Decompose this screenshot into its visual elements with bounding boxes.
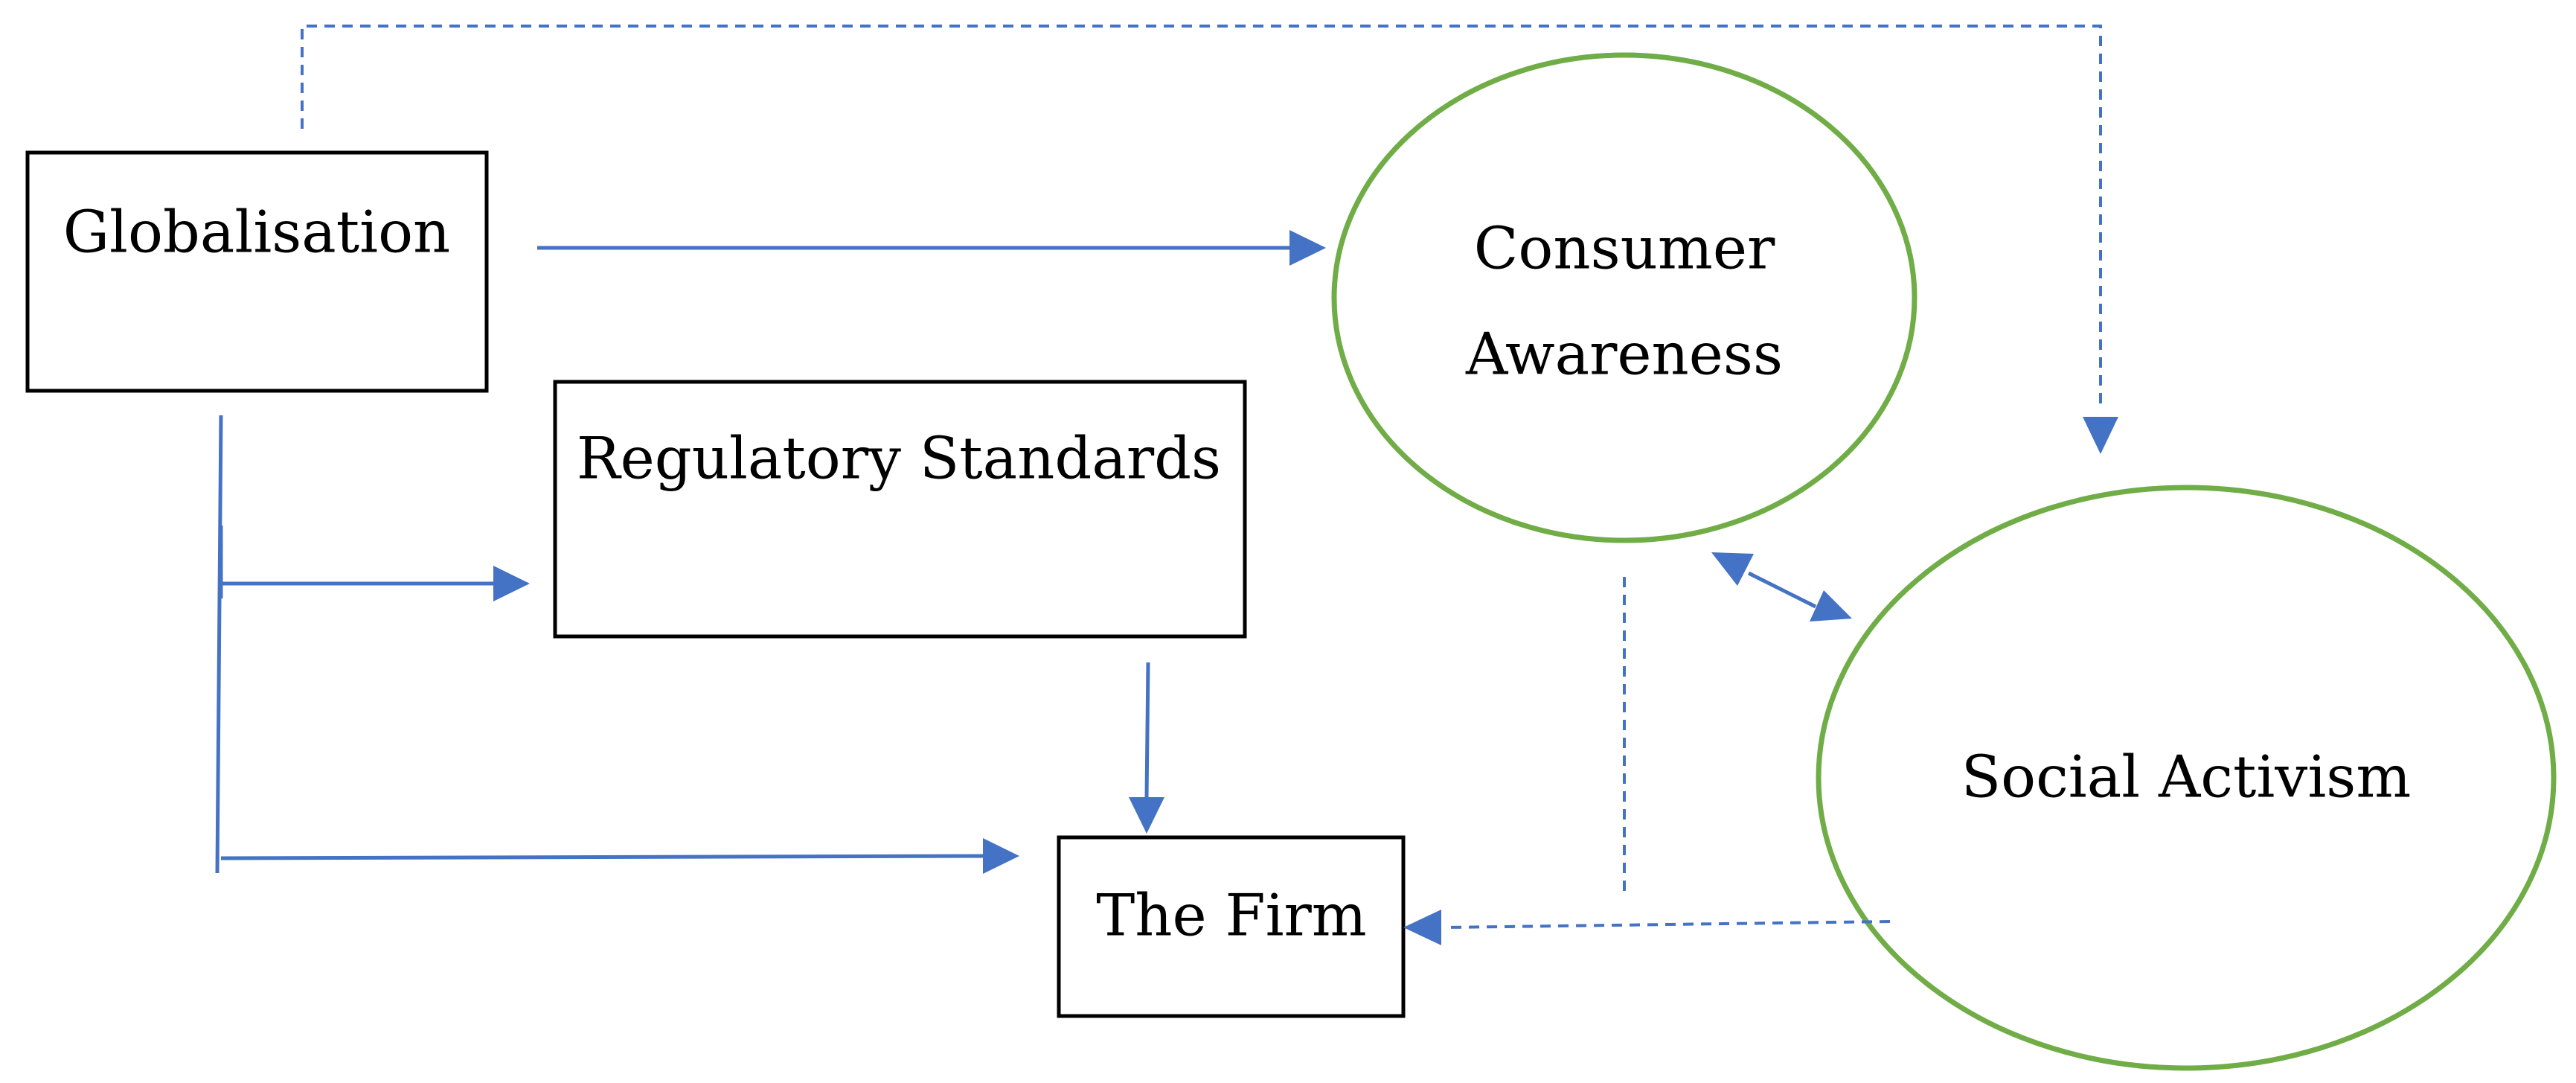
arrowhead-to-regulatory-standards [493, 566, 530, 601]
social-activism-node: Social Activism [1816, 485, 2557, 1071]
arrowhead-to-social-activism-top [2083, 417, 2118, 454]
arrowheads [493, 230, 2118, 945]
consumer-awareness-label-line2: Awareness [1465, 322, 1783, 389]
connector-regulatory-to-firm [1144, 662, 1150, 799]
arrowhead-bidirectional-to-consumer [1711, 552, 1754, 586]
the-firm-label: The Firm [1096, 883, 1367, 950]
consumer-awareness-ellipse [1331, 52, 1917, 543]
connector-trunk-to-the-firm [220, 854, 990, 860]
arrowhead-to-consumer-awareness [1289, 230, 1326, 266]
dashed-connector-globalisation-to-social-activism [301, 25, 2102, 409]
the-firm-box [1057, 835, 1406, 1018]
the-firm-node: The Firm [1057, 835, 1406, 1018]
globalisation-node: Globalisation [25, 150, 489, 393]
arrowhead-to-the-firm-from-social [1403, 910, 1441, 945]
connector-consumer-social-bidirectional [1747, 571, 1817, 609]
globalisation-label: Globalisation [63, 199, 451, 266]
dashed-connector-social-to-firm [1446, 920, 1891, 929]
social-activism-ellipse [1816, 485, 2557, 1071]
consumer-awareness-label-line1: Consumer [1474, 216, 1775, 283]
consumer-awareness-node: Consumer Awareness [1331, 52, 1917, 543]
dashed-connectors [301, 25, 2102, 929]
arrowhead-bidirectional-to-social [1810, 590, 1852, 622]
connector-globalisation-trunk [215, 415, 223, 874]
social-activism-label: Social Activism [1961, 744, 2412, 811]
arrowhead-to-the-firm-from-trunk [983, 838, 1019, 874]
regulatory-standards-label: Regulatory Standards [577, 426, 1221, 493]
arrowhead-regulatory-to-firm [1129, 797, 1164, 834]
solid-connectors [215, 246, 1817, 874]
globalisation-box [25, 150, 489, 393]
regulatory-standards-box [553, 380, 1247, 639]
regulatory-standards-node: Regulatory Standards [553, 380, 1247, 639]
